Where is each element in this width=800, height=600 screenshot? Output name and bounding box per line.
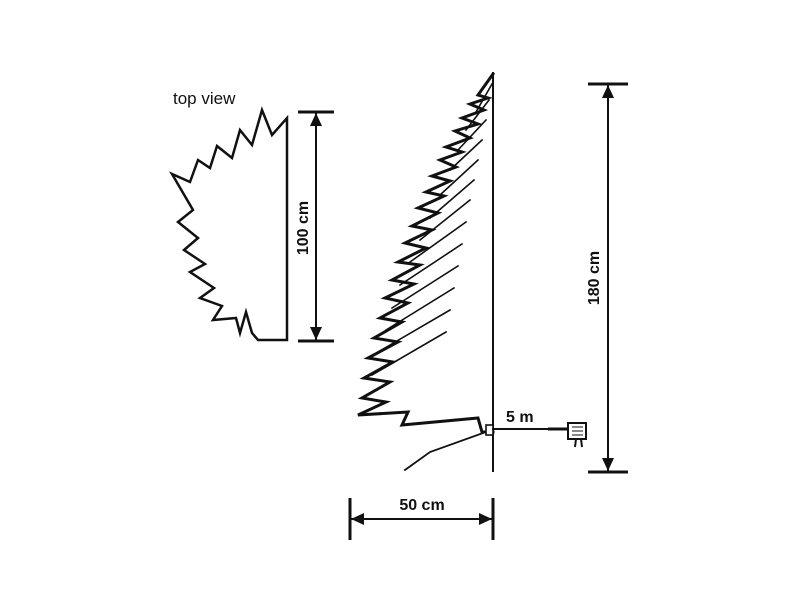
top-view-outline [168, 106, 289, 342]
dimension-100cm [298, 110, 334, 343]
power-adapter-icon [567, 422, 587, 448]
dimension-180cm [588, 82, 628, 474]
dimension-50cm-label: 50 cm [399, 497, 444, 514]
dimension-180cm-label: 180 cm [586, 251, 603, 305]
side-view-group: 5 m 180 cm 50 cm [348, 71, 628, 540]
dimension-100cm-label: 100 cm [295, 201, 312, 255]
top-view-group: top view 100 cm [168, 89, 334, 343]
tree-inner-texture [370, 82, 494, 377]
dimension-50cm [348, 498, 495, 540]
tree-stand [403, 431, 485, 472]
cable-length-label: 5 m [506, 409, 534, 426]
top-view-label: top view [173, 89, 236, 108]
tree-silhouette [357, 71, 496, 434]
tree-stand-connector [485, 424, 494, 436]
